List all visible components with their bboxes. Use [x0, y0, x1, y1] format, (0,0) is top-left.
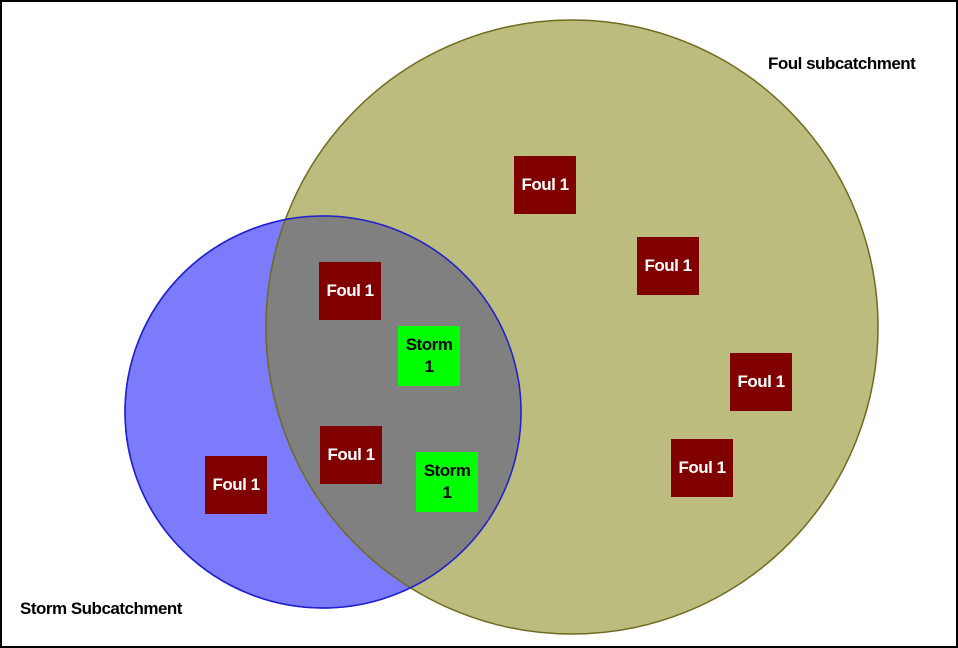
foul-node[interactable]: Foul 1: [671, 439, 733, 497]
storm-node[interactable]: Storm 1: [398, 326, 460, 386]
storm-subcatchment-outline: [124, 215, 522, 609]
foul-node[interactable]: Foul 1: [205, 456, 267, 514]
foul-node[interactable]: Foul 1: [637, 237, 699, 295]
foul-node[interactable]: Foul 1: [319, 262, 381, 320]
foul-node[interactable]: Foul 1: [730, 353, 792, 411]
foul-node[interactable]: Foul 1: [320, 426, 382, 484]
foul-subcatchment-label: Foul subcatchment: [768, 54, 916, 73]
storm-subcatchment-label: Storm Subcatchment: [20, 599, 182, 618]
storm-node[interactable]: Storm 1: [416, 452, 478, 512]
foul-node[interactable]: Foul 1: [514, 156, 576, 214]
